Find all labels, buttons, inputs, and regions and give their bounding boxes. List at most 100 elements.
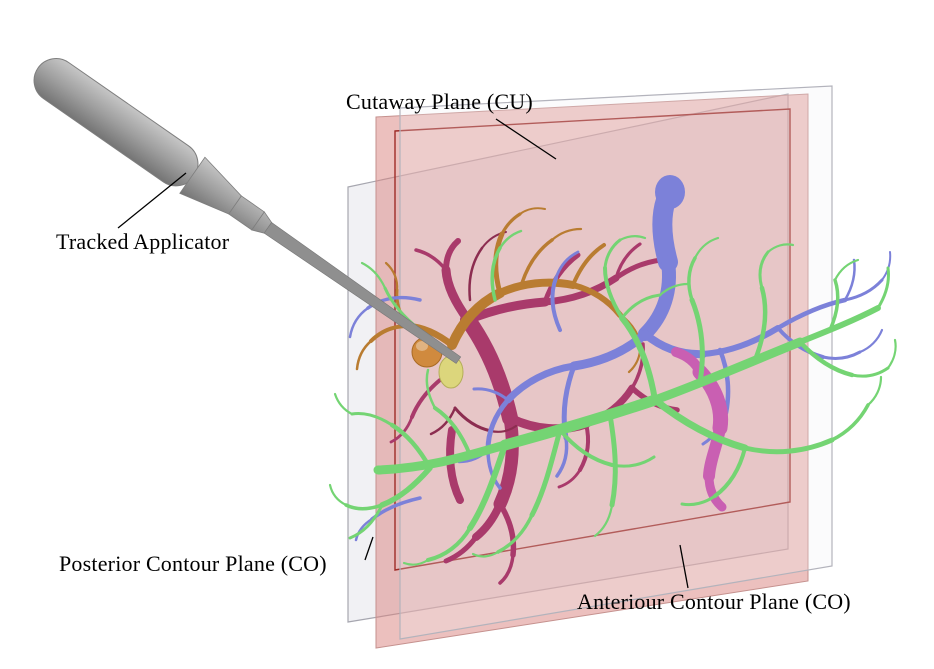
vessel-tree-blue-segment <box>354 517 374 542</box>
vessel-tree-magenta-segment <box>443 534 479 564</box>
vessel-tree-blue-segment <box>638 255 676 341</box>
vessel-tree-green-segment <box>866 375 883 407</box>
vessel-tree-magenta-segment <box>410 378 442 419</box>
vessel-tree-green-segment <box>389 422 433 471</box>
vessel-tree-green-segment <box>467 442 508 531</box>
vessel-tree-blue-segment <box>858 328 884 354</box>
vessel-tree-orange-segment <box>496 278 577 297</box>
blue-vessel-bulb <box>655 175 685 209</box>
vessel-tree-green-segment <box>360 261 387 290</box>
vessel-tree-green-segment <box>426 526 472 562</box>
vessel-tree-magenta-segment <box>578 422 590 472</box>
tracked-applicator <box>33 58 462 364</box>
vessel-tree-green-segment <box>373 440 510 475</box>
vessel-tree-magenta-segment <box>613 257 664 281</box>
vessel-tree-blue-segment <box>554 250 580 280</box>
vessel-tree-green-segment <box>619 315 658 403</box>
vessel-tree-green-segment <box>658 282 690 297</box>
vessel-tree-green-segment <box>693 236 720 260</box>
vessel-tree-green-segment <box>603 238 622 270</box>
vessel-twigs-maroon-segment <box>489 424 518 433</box>
vessel-tree-green-segment <box>379 465 433 508</box>
vessel-tree-magenta-segment <box>493 411 519 511</box>
applicator-handle <box>33 58 199 187</box>
vessel-tree-magenta-segment <box>498 553 515 585</box>
vessel-tree-green-segment <box>876 266 890 310</box>
leader-line-anterior <box>679 544 689 589</box>
vessel-tree-green-segment <box>607 412 618 508</box>
vessel-twigs-maroon-segment <box>453 406 493 433</box>
vessel-tree-blue-segment <box>700 325 781 357</box>
anterior-contour-plane <box>399 85 833 640</box>
vessel-tree-green-segment <box>344 503 384 511</box>
vessel-tree-magenta-segment <box>446 426 464 504</box>
leader-line-applicator <box>117 172 187 229</box>
vessel-tree-green-segment <box>797 339 855 378</box>
vessel-tree-green-segment <box>713 446 747 498</box>
vessel-tree-green-segment <box>593 503 614 538</box>
vessel-tree-magenta-segment <box>557 468 582 489</box>
vessel-tree-blue-segment <box>652 190 678 272</box>
vessel-tree-green-segment <box>833 258 860 282</box>
vessel-tree-green-segment <box>830 403 870 442</box>
vessel-tree-green-segment <box>689 297 705 385</box>
vessel-tree-green-segment <box>610 455 656 468</box>
vessel-tree-magenta-segment <box>414 248 448 272</box>
vessel-tree-magenta <box>389 238 680 585</box>
vessel-tree-blue-segment <box>504 362 578 404</box>
vessel-tree-green-segment <box>499 394 661 451</box>
vessel-pink-tube-segment <box>704 471 727 512</box>
leader-line-cutaway <box>495 118 557 160</box>
vessel-tree-magenta-segment <box>472 500 504 541</box>
vessel-tree-green-segment <box>558 428 614 467</box>
label-anterior-plane: Anteriour Contour Plane (CO) <box>577 589 851 614</box>
vessel-tree-green-segment <box>742 437 835 455</box>
vessel-tree-green-segment <box>529 427 563 518</box>
vessel-tree-magenta-segment <box>460 312 518 426</box>
applicator-tip-blob <box>438 355 464 389</box>
vessel-tree-blue-segment <box>348 306 370 339</box>
vessel-pink-tube <box>671 347 729 512</box>
vessel-tree-green-segment <box>752 285 768 363</box>
vessel-tree-orange-segment <box>519 207 546 215</box>
cutaway-plane-red-border <box>394 108 791 571</box>
vessel-tree-green <box>328 229 897 566</box>
vessel-tree-green-segment <box>350 412 394 427</box>
vessel-tree-green-segment <box>650 337 805 405</box>
vessel-tree-magenta-segment <box>497 501 517 558</box>
vessel-tree-blue-segment <box>555 436 569 478</box>
vessel-tree-green-segment <box>766 243 795 254</box>
vessel-tree-orange-segment <box>355 339 373 371</box>
vessel-tree-green-segment <box>620 293 662 320</box>
vessel-tree-blue-segment <box>569 329 650 371</box>
vessel-tree-blue-segment <box>821 350 862 360</box>
vessel-tree-green-segment <box>758 250 770 290</box>
applicator-shaft <box>263 222 462 364</box>
vessel-twigs-maroon-segment <box>429 406 457 436</box>
target-sphere-highlight <box>416 341 428 351</box>
vessel-tree-blue-segment <box>472 387 510 402</box>
label-posterior-plane: Posterior Contour Plane (CO) <box>59 551 327 576</box>
vessel-tree-green-segment <box>333 392 354 416</box>
vessel-tree-green-segment <box>651 396 749 452</box>
vessel-tree-blue-segment <box>843 278 884 302</box>
vessel-tree-green-segment <box>603 266 624 320</box>
vessel-tree-orange-segment <box>500 212 522 236</box>
vessel-tree-green-segment <box>402 558 430 566</box>
vessel-tree-orange-segment <box>571 243 606 287</box>
vessel-tree-green-segment <box>680 494 717 507</box>
vessel-tree-blue-segment <box>550 276 562 332</box>
vessel-tree-green-segment <box>348 503 384 540</box>
vessel-tree-green-segment <box>618 235 647 242</box>
label-cutaway-plane: Cutaway Plane (CU) <box>346 89 533 114</box>
leader-lines <box>117 118 689 589</box>
vessel-tree-green-segment <box>886 338 897 370</box>
vessel-tree-blue-segment <box>843 258 856 302</box>
vessel-tree-green-segment <box>425 368 437 410</box>
vessel-tree-green-segment <box>490 246 502 302</box>
vessel-tree-green-segment <box>471 550 500 558</box>
vessel-tree-green-segment <box>828 278 840 332</box>
vessel-tree-green-segment <box>498 229 523 250</box>
vessel-tree-magenta-segment <box>443 238 461 273</box>
